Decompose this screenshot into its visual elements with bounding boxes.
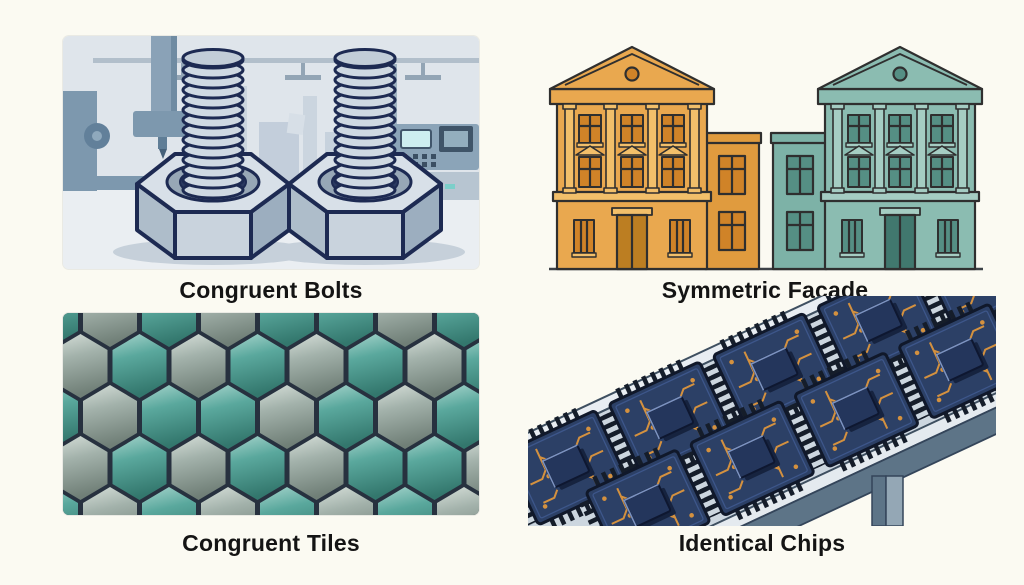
hex-tile-teal bbox=[63, 313, 78, 340]
hex-tile-teal bbox=[437, 313, 479, 347]
hex-tile-teal bbox=[201, 385, 255, 449]
hex-tile-teal bbox=[63, 392, 78, 442]
drill-press-machine bbox=[63, 36, 193, 191]
chips-caption: Identical Chips bbox=[678, 530, 846, 556]
table-leg bbox=[871, 475, 904, 526]
hex-tile-grid bbox=[63, 313, 479, 515]
chips-scene bbox=[528, 296, 996, 526]
table-front-band bbox=[532, 326, 996, 526]
hex-tile-gray bbox=[319, 487, 373, 515]
hex-tile-teal bbox=[142, 313, 196, 347]
hex-tile-gray bbox=[289, 436, 344, 500]
hex-tile-gray bbox=[201, 313, 255, 347]
hex-tile-gray bbox=[63, 334, 108, 398]
bolts-illustration bbox=[63, 36, 479, 269]
hex-tile-teal bbox=[407, 436, 462, 500]
tiles-caption: Congruent Tiles bbox=[182, 530, 360, 556]
hex-tile-teal bbox=[378, 487, 432, 515]
hex-tile-teal bbox=[112, 334, 167, 398]
bolts-scene bbox=[63, 36, 479, 269]
hex-tile-gray bbox=[289, 334, 344, 398]
tiles-illustration bbox=[63, 313, 479, 515]
hex-tile-gray bbox=[378, 313, 432, 347]
hex-tile-gray bbox=[83, 313, 137, 347]
chips-illustration bbox=[528, 296, 996, 526]
hex-tile-gray bbox=[171, 436, 226, 500]
hex-tile-teal bbox=[142, 385, 196, 449]
hex-tile-teal bbox=[348, 334, 403, 398]
bolts-caption: Congruent Bolts bbox=[179, 277, 363, 303]
hex-tile-teal bbox=[63, 494, 78, 515]
hex-tile-teal bbox=[260, 487, 314, 515]
hex-tile-teal bbox=[142, 487, 196, 515]
hex-tile-gray bbox=[437, 487, 479, 515]
building-orange bbox=[548, 45, 763, 271]
ceiling-rail bbox=[93, 58, 479, 63]
building-teal-mirrored bbox=[769, 45, 984, 271]
hex-tile-teal bbox=[230, 334, 285, 398]
hex-tile-gray bbox=[201, 487, 255, 515]
hex-tile-gray bbox=[171, 334, 226, 398]
hex-tile-gray bbox=[260, 385, 314, 449]
hex-tile-gray bbox=[378, 385, 432, 449]
hex-tile-teal bbox=[112, 436, 167, 500]
hex-tile-gray bbox=[83, 487, 137, 515]
hex-tile-teal bbox=[319, 385, 373, 449]
hex-tile-teal bbox=[437, 385, 479, 449]
hex-tile-teal bbox=[260, 313, 314, 347]
hex-tile-gray bbox=[407, 334, 462, 398]
facade-scene bbox=[548, 45, 984, 271]
conveyor-table bbox=[528, 296, 996, 526]
hex-tile-teal bbox=[466, 342, 479, 390]
facade-illustration bbox=[543, 42, 989, 274]
hex-tile-teal bbox=[348, 436, 403, 500]
hex-tile-gray bbox=[63, 436, 108, 500]
hex-tile-gray bbox=[83, 385, 137, 449]
hex-tile-gray bbox=[466, 444, 479, 492]
hex-tile-teal bbox=[230, 436, 285, 500]
hex-tile-teal bbox=[319, 313, 373, 347]
